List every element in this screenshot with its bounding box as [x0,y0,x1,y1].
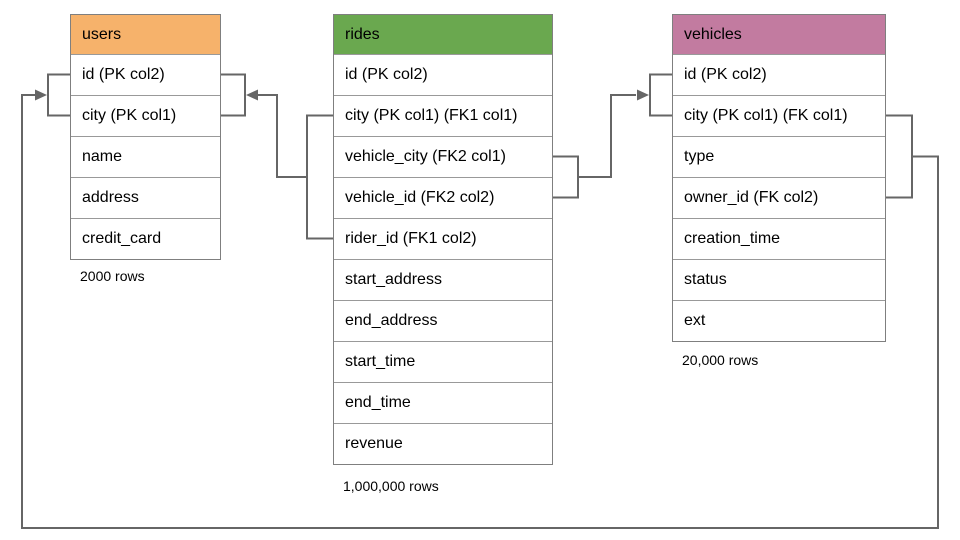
table-rides-row: start_address [334,259,552,300]
table-users-row: address [71,177,220,218]
table-vehicles-row: owner_id (FK col2) [673,177,885,218]
fk-rides-vehicles-route [578,94,636,178]
table-users-row: city (PK col1) [71,95,220,136]
fk-rides-users-route [258,94,307,178]
table-vehicles-row: type [673,136,885,177]
table-users-row: name [71,136,220,177]
rides-left-bracket [306,114,334,240]
table-vehicles-row: ext [673,300,885,341]
table-rides-row: end_address [334,300,552,341]
table-users: users id (PK col2) city (PK col1) name a… [70,14,221,260]
table-rides-row: rider_id (FK1 col2) [334,218,552,259]
table-users-header: users [71,15,220,54]
table-users-row: credit_card [71,218,220,259]
vehicles-left-bracket [649,73,673,117]
table-vehicles-row: status [673,259,885,300]
table-rides-row: end_time [334,382,552,423]
table-rides: rides id (PK col2) city (PK col1) (FK1 c… [333,14,553,465]
users-right-bracket [220,73,246,117]
users-left-bracket [47,73,71,117]
fk-rides-vehicles-arrowhead [637,89,649,101]
table-vehicles-row: id (PK col2) [673,54,885,95]
table-vehicles: vehicles id (PK col2) city (PK col1) (FK… [672,14,886,342]
table-rides-row: vehicle_id (FK2 col2) [334,177,552,218]
rides-right-bracket [552,155,579,199]
fk-rides-users-arrowhead [246,89,258,101]
table-vehicles-row: city (PK col1) (FK col1) [673,95,885,136]
table-vehicles-row: creation_time [673,218,885,259]
table-rides-row: vehicle_city (FK2 col1) [334,136,552,177]
table-rides-header: rides [334,15,552,54]
table-rides-row: id (PK col2) [334,54,552,95]
table-rides-row: city (PK col1) (FK1 col1) [334,95,552,136]
users-row-count: 2000 rows [80,268,145,284]
fk-vehicles-users-route [21,94,939,529]
vehicles-right-bracket [885,114,913,199]
table-users-row: id (PK col2) [71,54,220,95]
rides-row-count: 1,000,000 rows [343,478,439,494]
table-rides-row: revenue [334,423,552,464]
table-rides-row: start_time [334,341,552,382]
fk-vehicles-users-arrowhead [35,89,47,101]
vehicles-row-count: 20,000 rows [682,352,759,368]
table-vehicles-header: vehicles [673,15,885,54]
